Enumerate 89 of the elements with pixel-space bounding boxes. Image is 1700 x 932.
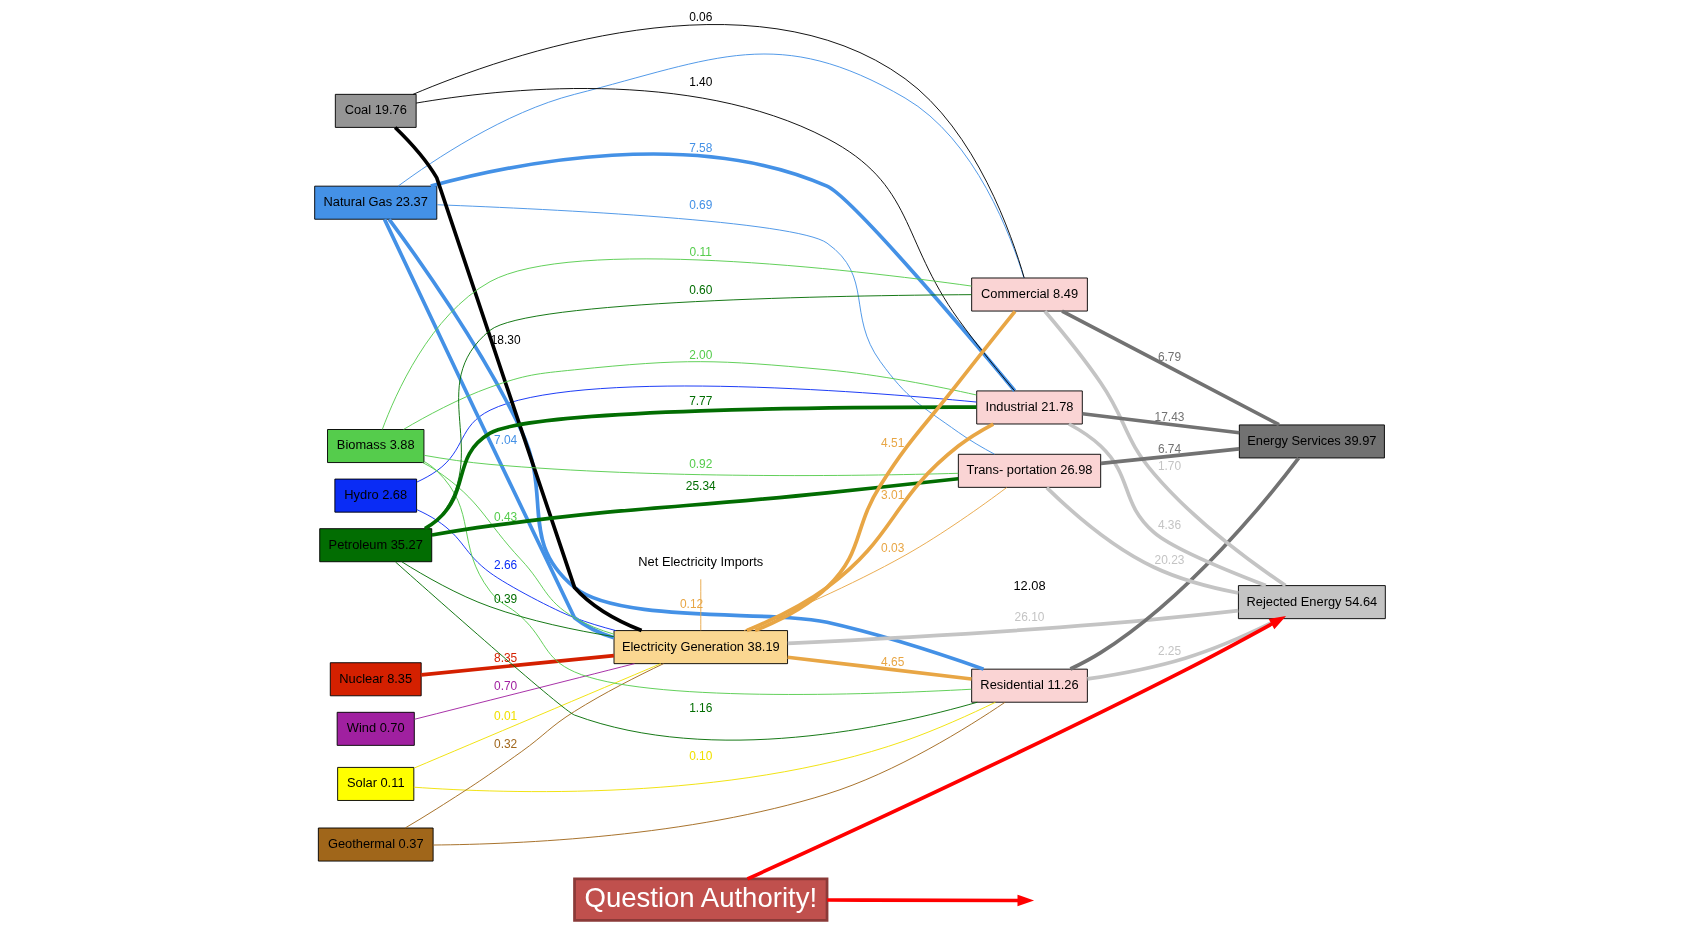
edge-label: 0.43 [494, 509, 518, 524]
edge-label: 17.43 [1154, 409, 1185, 424]
edge-label: 0.03 [881, 540, 905, 555]
arrow [827, 894, 1035, 907]
connector [436, 204, 995, 455]
edge-label: 1.40 [689, 74, 713, 89]
connector [1069, 457, 1301, 671]
connector [432, 701, 1006, 846]
edge-label: 1.70 [1157, 459, 1182, 474]
node-box: Industrial 21.78 [976, 390, 1083, 425]
edge-label: 0.06 [689, 10, 713, 25]
connector [381, 258, 973, 430]
edge-label: 7.77 [689, 394, 713, 409]
edge-label: 7.58 [689, 140, 713, 155]
node-box: Hydro 2.68 [334, 478, 418, 513]
edge-label: 0.60 [689, 282, 713, 297]
edge-label: 0.10 [689, 749, 713, 764]
connector [416, 509, 617, 631]
node-box: Petroleum 35.27 [319, 528, 433, 563]
connector [416, 385, 977, 483]
node-box: Rejected Energy 54.64 [1237, 585, 1386, 620]
edge-label: 2.00 [689, 348, 713, 363]
connector [382, 218, 615, 640]
connector [413, 663, 635, 720]
connector [393, 126, 643, 633]
connector [787, 608, 1239, 646]
edge-label: 0.32 [494, 737, 518, 752]
connector [413, 663, 662, 769]
connector [431, 476, 959, 537]
edge-label: 18.30 [490, 332, 521, 347]
connector [1045, 486, 1239, 595]
connector [403, 361, 977, 430]
edge-label: 2.66 [494, 558, 518, 573]
edge-label: 4.51 [881, 436, 905, 451]
edge-label: 2.25 [1157, 643, 1182, 658]
edge-label: 25.34 [685, 478, 716, 493]
node-box: Residential 11.26 [971, 668, 1088, 703]
connector [430, 152, 1017, 392]
connector [387, 218, 985, 671]
node-box: Nuclear 8.35 [329, 662, 422, 697]
edge-label: 6.79 [1157, 350, 1182, 364]
connector [700, 578, 702, 631]
edge-label: 4.36 [1157, 518, 1182, 533]
edge-label: 1.16 [689, 700, 713, 715]
edge-label: 26.10 [1014, 609, 1045, 624]
arrow [746, 616, 1287, 881]
node-box: Question Authority! [573, 877, 829, 922]
connector [422, 462, 615, 635]
connector [395, 561, 978, 741]
connector [746, 422, 995, 633]
connector [423, 460, 972, 695]
connector [754, 310, 1017, 633]
node-box: Wind 0.70 [336, 711, 415, 746]
connector [1100, 447, 1240, 466]
node-box: Trans- portation 26.98 [957, 453, 1102, 488]
connector [1043, 310, 1287, 588]
connector [401, 561, 615, 638]
connector [1061, 309, 1280, 427]
edge-label: 0.39 [494, 592, 518, 607]
node-box: Solar 0.11 [337, 766, 415, 801]
label: 12.08 [1013, 577, 1046, 593]
edge-label: 0.70 [494, 678, 518, 693]
connector [423, 454, 959, 477]
edge-label: 0.01 [494, 709, 518, 724]
connector [423, 405, 977, 531]
node-box: Commercial 8.49 [971, 277, 1088, 312]
edge-label: 20.23 [1154, 552, 1185, 567]
node-box: Energy Services 39.97 [1238, 424, 1385, 459]
connector [421, 653, 615, 677]
node-box: Geothermal 0.37 [317, 827, 434, 862]
connector [1068, 422, 1267, 588]
connector [413, 701, 996, 793]
connector [404, 663, 664, 829]
connector [787, 655, 972, 681]
node-box: Biomass 3.88 [327, 429, 425, 463]
node-box: Natural Gas 23.37 [314, 185, 438, 220]
connector [743, 487, 1008, 631]
node-text: Net Electricity Imports [638, 554, 764, 570]
edge-label: 0.92 [689, 456, 713, 471]
node-box: Electricity Generation 38.19 [613, 630, 788, 665]
edge-label: 0.69 [689, 197, 713, 212]
edge-label: 3.01 [881, 487, 905, 502]
connector [1082, 411, 1240, 435]
edge-label: 7.04 [494, 432, 518, 447]
connector [415, 88, 1016, 392]
edge-label: 0.11 [689, 245, 712, 260]
edge-label: 6.74 [1157, 441, 1182, 456]
edge-label: 4.65 [881, 654, 905, 669]
node-box: Coal 19.76 [334, 93, 417, 128]
